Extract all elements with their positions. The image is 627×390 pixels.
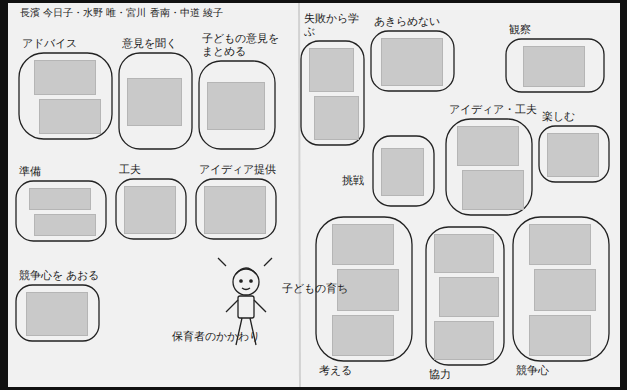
outline-stroke bbox=[371, 31, 454, 91]
figure-caption: 子どもの育ち bbox=[282, 282, 348, 295]
group-label: 楽しむ bbox=[542, 110, 614, 123]
group-label: 挑戦 bbox=[342, 174, 368, 187]
sticky-note bbox=[309, 48, 354, 92]
group-label: アドバイス bbox=[22, 37, 117, 50]
group-circle: あきらめない bbox=[370, 30, 455, 92]
outline-stroke bbox=[301, 41, 364, 145]
sticky-note bbox=[332, 224, 394, 265]
group-circle: 挑戦 bbox=[372, 135, 435, 207]
sticky-note bbox=[26, 292, 88, 336]
outline-stroke bbox=[119, 53, 192, 149]
outline-stroke bbox=[373, 136, 434, 206]
sticky-note bbox=[529, 315, 591, 356]
sticky-note bbox=[207, 82, 265, 130]
paper-fold bbox=[299, 3, 300, 387]
group-label: アイディア提供 bbox=[199, 163, 281, 176]
group-label: 観察 bbox=[509, 23, 609, 36]
group-circle: 工夫 bbox=[115, 178, 187, 240]
group-circle: 観察 bbox=[505, 38, 605, 93]
group-circle: 意見を聞く bbox=[118, 52, 193, 150]
outline-stroke bbox=[539, 126, 609, 182]
sticky-note bbox=[34, 60, 96, 95]
sticky-note bbox=[34, 214, 96, 236]
paper-sheet bbox=[8, 3, 620, 387]
sticky-note bbox=[457, 126, 519, 166]
group-label: 競争心を あおる bbox=[19, 269, 104, 282]
group-circle: 失敗から学ぶ bbox=[300, 40, 365, 146]
outline-stroke bbox=[16, 181, 106, 241]
group-circle: アイディア提供 bbox=[195, 178, 277, 240]
group-label: 競争心 bbox=[516, 364, 614, 377]
group-label: 準備 bbox=[19, 165, 111, 178]
group-label: 失敗から学ぶ bbox=[304, 12, 369, 38]
author-names: 長濱 今日子・水野 唯・宮川 香南・中道 綾子 bbox=[20, 7, 223, 19]
group-circle: 協力 bbox=[425, 226, 505, 366]
sticky-note bbox=[127, 78, 182, 126]
group-label: あきらめない bbox=[374, 15, 459, 28]
sticky-note bbox=[534, 269, 596, 310]
group-circle: アイディア・工夫 bbox=[445, 118, 533, 216]
sticky-note bbox=[204, 186, 266, 234]
sticky-note bbox=[547, 133, 599, 177]
outline-stroke bbox=[446, 119, 532, 215]
sticky-note bbox=[381, 148, 424, 196]
outline-stroke bbox=[19, 53, 112, 139]
group-circle: 競争心を あおる bbox=[15, 284, 100, 342]
group-circle: 競争心 bbox=[512, 216, 610, 362]
outline-stroke bbox=[506, 39, 604, 92]
group-circle: 子どもの意見を まとめる bbox=[198, 60, 276, 150]
group-label: 協力 bbox=[429, 368, 509, 381]
group-circle: アドバイス bbox=[18, 52, 113, 140]
group-label: 考える bbox=[319, 364, 417, 377]
group-label: 意見を聞く bbox=[122, 37, 197, 50]
sticky-note bbox=[434, 234, 494, 273]
outline-stroke bbox=[116, 179, 186, 239]
outline-stroke bbox=[196, 179, 276, 239]
sticky-note bbox=[529, 224, 591, 265]
sticky-note bbox=[332, 315, 394, 356]
sticky-note bbox=[439, 277, 499, 316]
outline-stroke bbox=[426, 227, 504, 365]
group-label: 子どもの意見を まとめる bbox=[202, 32, 280, 58]
sticky-note bbox=[29, 188, 91, 210]
figure-caption: 保育者のかかわり bbox=[172, 330, 260, 343]
group-circle: 楽しむ bbox=[538, 125, 610, 183]
group-label: 工夫 bbox=[119, 163, 191, 176]
sticky-note bbox=[314, 96, 359, 140]
sticky-note bbox=[523, 46, 585, 87]
sticky-note bbox=[434, 321, 494, 360]
outline-stroke bbox=[199, 61, 275, 149]
sticky-note bbox=[124, 186, 176, 234]
outline-stroke bbox=[513, 217, 609, 361]
sticky-note bbox=[462, 170, 524, 210]
sticky-note bbox=[39, 99, 101, 134]
sticky-note bbox=[381, 38, 443, 86]
outline-stroke bbox=[16, 285, 99, 341]
group-circle: 準備 bbox=[15, 180, 107, 242]
group-label: アイディア・工夫 bbox=[449, 103, 537, 116]
